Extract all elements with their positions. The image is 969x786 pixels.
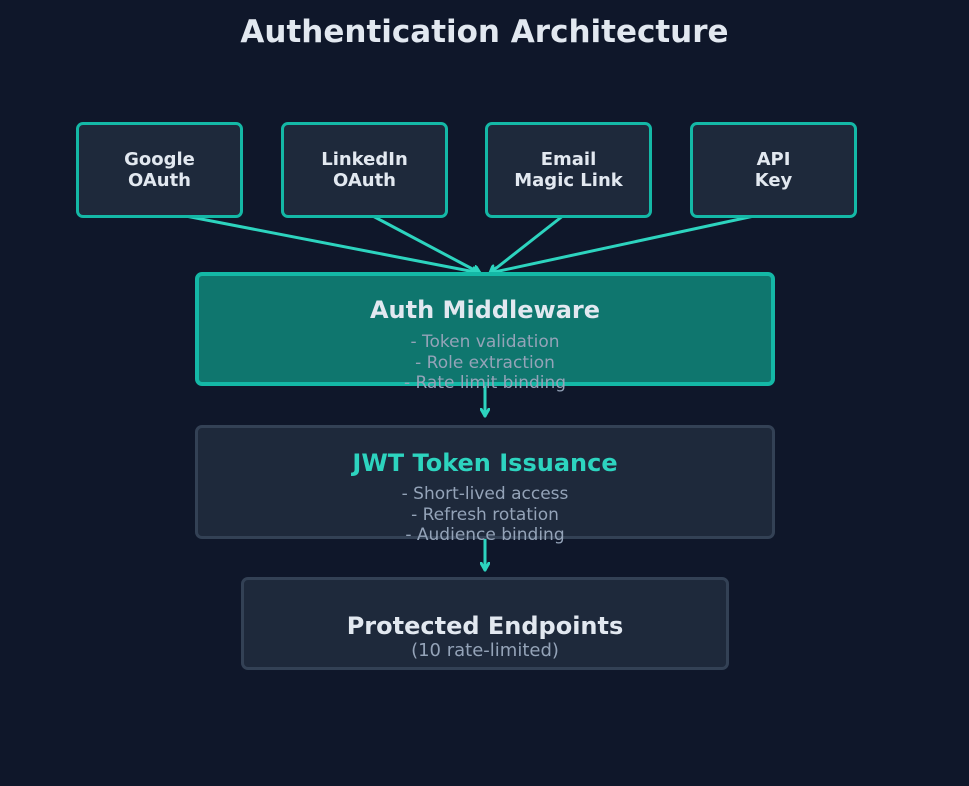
provider-label-line2: Magic Link (514, 170, 623, 191)
provider-google-oauth: Google OAuth (76, 122, 243, 218)
detail-line: - Token validation (410, 332, 560, 352)
provider-label-line1: LinkedIn (321, 149, 408, 170)
protected-endpoints-box: Protected Endpoints (10 rate-limited) (241, 577, 729, 670)
provider-label-line2: OAuth (333, 170, 396, 191)
arrow-linkedin-to-middleware (367, 212, 482, 273)
endpoints-subtitle: (10 rate-limited) (411, 640, 559, 661)
auth-middleware-box: Auth Middleware - Token validation - Rol… (195, 272, 775, 393)
endpoints-title: Protected Endpoints (346, 612, 624, 640)
provider-label-line1: Email (540, 149, 597, 170)
middleware-details: - Token validation - Role extraction - R… (199, 332, 771, 394)
arrow-apikey-to-middleware (488, 211, 770, 273)
provider-linkedin-oauth: LinkedIn OAuth (281, 122, 448, 218)
detail-line: - Role extraction (415, 352, 555, 373)
jwt-token-issuance-box: JWT Token Issuance - Short-lived access … (195, 425, 775, 545)
detail-line: - Refresh rotation (411, 504, 559, 525)
provider-label-line1: Google (124, 149, 195, 170)
provider-email-magic-link: Email Magic Link (485, 122, 652, 218)
middleware-title: Auth Middleware (369, 296, 601, 324)
detail-line: - Audience binding (405, 525, 565, 546)
provider-label-line1: API (756, 149, 791, 170)
arrow-google-to-middleware (163, 210, 482, 273)
detail-line: - Rate limit binding (403, 373, 567, 394)
provider-label-line2: Key (754, 170, 793, 191)
provider-api-key: API Key (690, 122, 857, 218)
arrow-email-to-middleware (488, 213, 566, 275)
jwt-details: - Short-lived access - Refresh rotation … (198, 484, 772, 546)
detail-line: - Short-lived access (401, 484, 569, 504)
jwt-title: JWT Token Issuance (352, 449, 618, 477)
diagram-title: Authentication Architecture (240, 14, 729, 50)
provider-label-line2: OAuth (128, 170, 191, 191)
